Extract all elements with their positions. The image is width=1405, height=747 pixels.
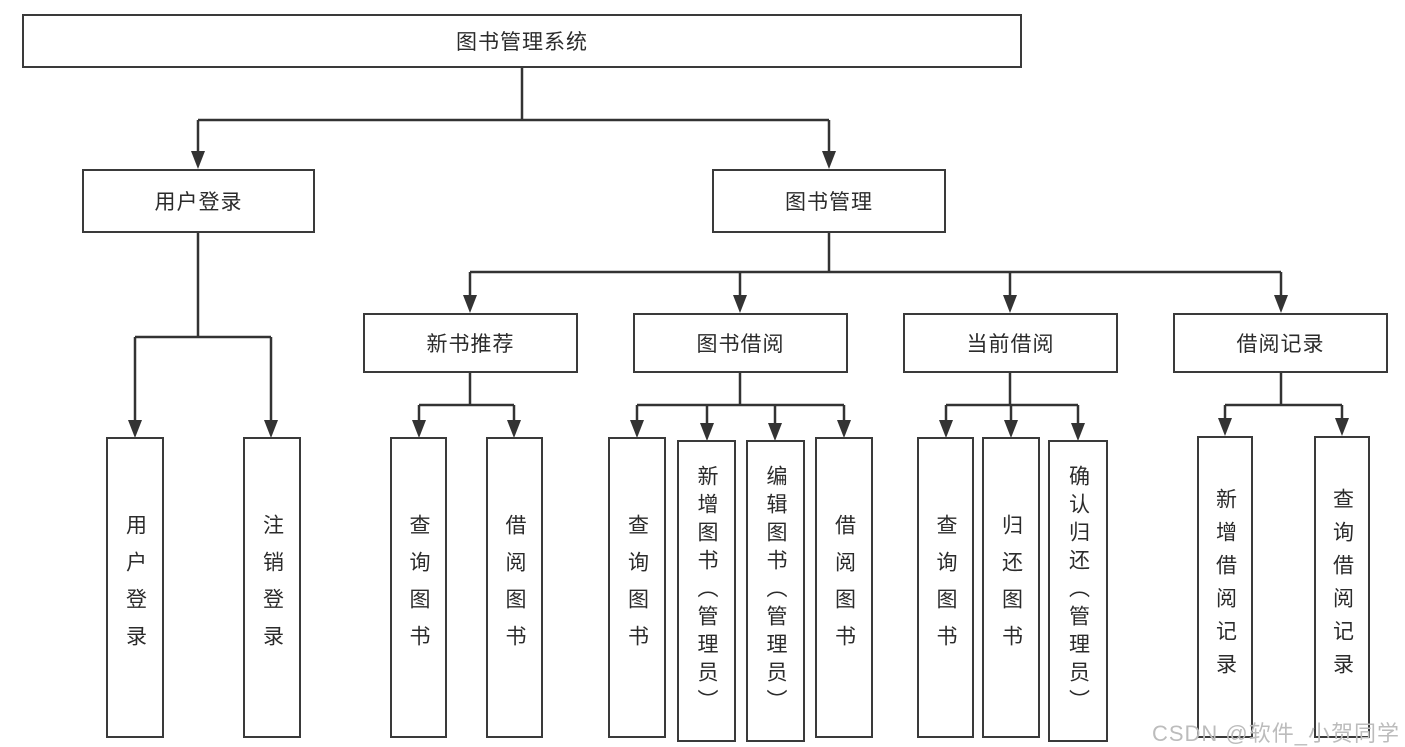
leaf-label: 借阅图书 — [832, 513, 856, 662]
node-book-borrowing: 图书借阅 — [633, 313, 848, 373]
leaf-label: 查询图书 — [934, 513, 957, 662]
leaf-add-borrow-record: 新增借阅记录 — [1197, 436, 1253, 738]
leaf-label: 新增图书（管理员） — [695, 465, 718, 717]
leaf-user-login: 用户登录 — [106, 437, 164, 738]
leaf-add-book-admin: 新增图书（管理员） — [677, 440, 736, 742]
leaf-label: 查询图书 — [407, 513, 430, 662]
leaf-label: 用户登录 — [123, 513, 147, 662]
leaf-label: 归还图书 — [999, 513, 1023, 662]
leaf-label: 注销登录 — [260, 513, 284, 662]
leaf-label: 查询图书 — [625, 513, 649, 662]
leaf-return-book: 归还图书 — [982, 437, 1040, 738]
leaf-query-books-borrowing: 查询图书 — [608, 437, 666, 738]
leaf-label: 借阅图书 — [503, 513, 526, 662]
leaf-logout: 注销登录 — [243, 437, 301, 738]
leaf-confirm-return-admin: 确认归还（管理员） — [1048, 440, 1108, 742]
leaf-label: 编辑图书（管理员） — [764, 465, 787, 717]
leaf-borrow-books-recommend: 借阅图书 — [486, 437, 543, 738]
leaf-query-books-recommend: 查询图书 — [390, 437, 447, 738]
leaf-query-borrow-record: 查询借阅记录 — [1314, 436, 1370, 738]
leaf-borrow-books-borrowing: 借阅图书 — [815, 437, 873, 738]
leaf-query-books-current: 查询图书 — [917, 437, 974, 738]
node-user-login: 用户登录 — [82, 169, 315, 233]
node-book-management: 图书管理 — [712, 169, 946, 233]
leaf-label: 查询借阅记录 — [1330, 488, 1354, 686]
watermark: CSDN @软件_小贺同学 — [1151, 721, 1400, 746]
node-new-book-recommend: 新书推荐 — [363, 313, 578, 373]
node-borrowing-records: 借阅记录 — [1173, 313, 1388, 373]
node-root: 图书管理系统 — [22, 14, 1022, 68]
leaf-label: 确认归还（管理员） — [1066, 465, 1090, 717]
leaf-edit-book-admin: 编辑图书（管理员） — [746, 440, 805, 742]
node-current-borrowing: 当前借阅 — [903, 313, 1118, 373]
leaf-label: 新增借阅记录 — [1213, 488, 1237, 686]
